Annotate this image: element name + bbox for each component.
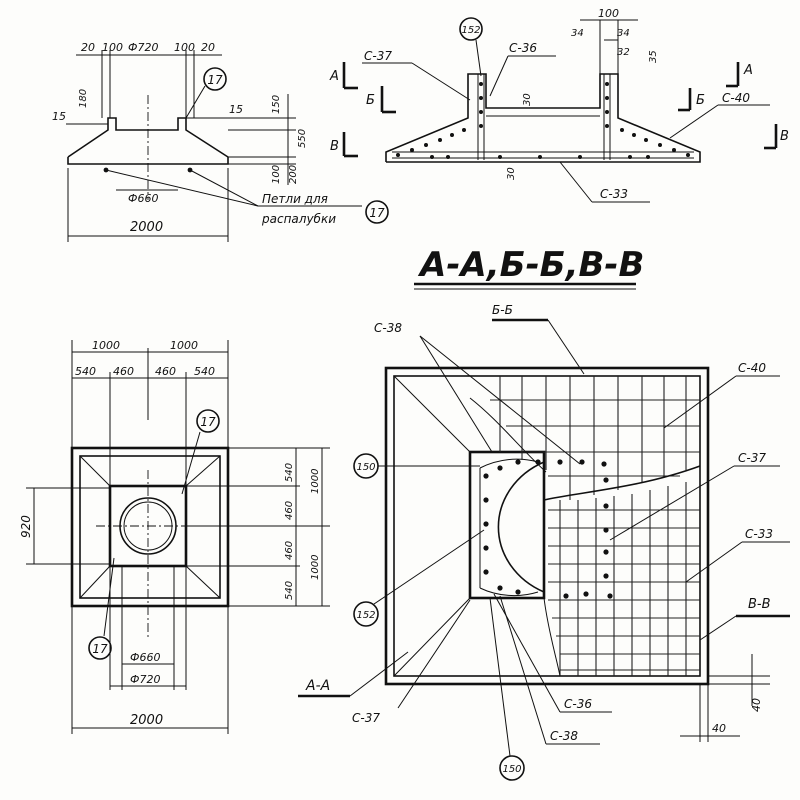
cut-label-c-left: В <box>330 139 339 154</box>
section-label-c36: С-36 <box>509 41 537 55</box>
section-outline <box>385 73 701 163</box>
rebar-mesh-lower <box>548 482 700 676</box>
rebar-break-line <box>543 465 701 501</box>
loops-callout-17: 17 <box>369 206 385 220</box>
plan-dim-1000b: 1000 <box>170 339 198 352</box>
front-dim-200: 200 <box>288 165 299 184</box>
front-callout-17: 17 <box>207 73 223 87</box>
front-dim-100a: 100 <box>102 41 123 54</box>
rebar-label-bb: Б-Б <box>492 303 513 317</box>
rebar-label-c38-top: С-38 <box>374 321 402 335</box>
front-dim-15-left: 15 <box>52 110 66 123</box>
rebar-plan-dots <box>483 459 613 599</box>
plan-dim-920: 920 <box>19 515 33 538</box>
plan-dim-460a: 460 <box>113 365 134 378</box>
plan-dim-1000-rb: 1000 <box>310 555 321 580</box>
section-dim-32: 32 <box>617 47 630 58</box>
plan-dim-1000a: 1000 <box>92 339 120 352</box>
front-dim-d660: Ф660 <box>128 192 158 205</box>
loops-label-line2: распалубки <box>261 212 336 226</box>
plan-dim-460-rb: 460 <box>284 541 295 560</box>
rebar-plan: Б-Б С-38 С-40 С-37 С-33 В-В А-А С-37 С-3… <box>298 303 790 781</box>
section-dim-35: 35 <box>648 50 659 63</box>
plan-dim-1000-rt: 1000 <box>310 469 321 494</box>
section-dim-100: 100 <box>598 7 619 20</box>
rebar-label-c37-bottom: С-37 <box>352 711 380 725</box>
front-dim-d720: Ф720 <box>128 41 158 54</box>
section-view: 152 100 34 34 32 35 30 30 С-37 С-36 С-40… <box>329 7 789 203</box>
front-dim-100b: 100 <box>174 41 195 54</box>
section-label-c33: С-33 <box>600 187 628 201</box>
section-dim-30-bottom: 30 <box>506 167 517 180</box>
cut-label-b-right: Б <box>696 93 705 108</box>
section-title: А-А,Б-Б,В-В <box>417 245 644 285</box>
plan-dim-540b: 540 <box>194 365 215 378</box>
cut-label-c-right: В <box>780 129 789 144</box>
section-rebar-dots <box>396 82 690 159</box>
rebar-label-c33: С-33 <box>745 527 773 541</box>
front-dim-100: 100 <box>271 165 282 184</box>
plan-callout-17-top: 17 <box>200 415 216 429</box>
cut-label-a-right: А <box>743 63 753 78</box>
plan-dim-540a: 540 <box>75 365 96 378</box>
plan-view: 1000 1000 540 460 460 540 540 460 1000 4… <box>19 339 330 734</box>
section-dim-34b: 34 <box>617 28 630 39</box>
rebar-dim-40-vertical: 40 <box>750 698 763 712</box>
section-label-c40: С-40 <box>722 91 750 105</box>
plan-dim-460b: 460 <box>155 365 176 378</box>
cut-label-b-left: Б <box>366 93 375 108</box>
plan-callout-17-bottom: 17 <box>92 642 108 656</box>
front-view: 20 100 Ф720 100 20 180 15 15 150 550 100… <box>52 41 389 242</box>
front-dim-180: 180 <box>78 89 89 108</box>
rebar-callout-152: 152 <box>356 610 375 621</box>
plan-dim-540-rb: 540 <box>284 581 295 600</box>
rebar-callout-150-top: 150 <box>356 462 375 473</box>
loops-callout-circle <box>365 200 389 224</box>
plan-dim-d720: Ф720 <box>130 673 160 686</box>
rebar-plan-opening-frame <box>468 450 546 600</box>
front-dim-15-right: 15 <box>229 103 243 116</box>
rebar-mesh-upper <box>490 376 700 500</box>
section-dim-34a: 34 <box>571 28 584 39</box>
cut-label-a-left: А <box>329 69 339 84</box>
front-dim-2000: 2000 <box>130 220 163 235</box>
front-dim-150: 150 <box>271 95 282 114</box>
front-dim-20b: 20 <box>201 41 215 54</box>
front-dim-20a: 20 <box>81 41 95 54</box>
rebar-label-aa: А-А <box>305 678 330 694</box>
rebar-label-c36: С-36 <box>564 697 592 711</box>
front-dim-550: 550 <box>297 129 308 148</box>
plan-outer-square <box>70 446 230 608</box>
rebar-callout-150-bottom: 150 <box>502 764 521 775</box>
rebar-dim-40-horizontal: 40 <box>712 722 726 735</box>
section-callout-circle <box>459 17 483 41</box>
rebar-plan-opening-arc <box>497 461 545 593</box>
front-callout-circle <box>203 67 227 91</box>
rebar-label-c38-bottom: С-38 <box>550 729 578 743</box>
plan-dim-460-rt: 460 <box>284 501 295 520</box>
section-label-c37: С-37 <box>364 49 392 63</box>
section-callout-152: 152 <box>461 25 480 36</box>
rebar-label-c40: С-40 <box>738 361 766 375</box>
rebar-plan-outline <box>384 366 710 686</box>
rebar-label-c37-right: С-37 <box>738 451 766 465</box>
plan-dim-540-rt: 540 <box>284 463 295 482</box>
plan-dim-2000: 2000 <box>130 713 163 728</box>
rebar-label-vv: В-В <box>748 597 771 612</box>
loops-label-line1: Петли для <box>262 192 328 206</box>
section-dim-30-top: 30 <box>522 93 533 106</box>
plan-dim-d660: Ф660 <box>130 651 160 664</box>
